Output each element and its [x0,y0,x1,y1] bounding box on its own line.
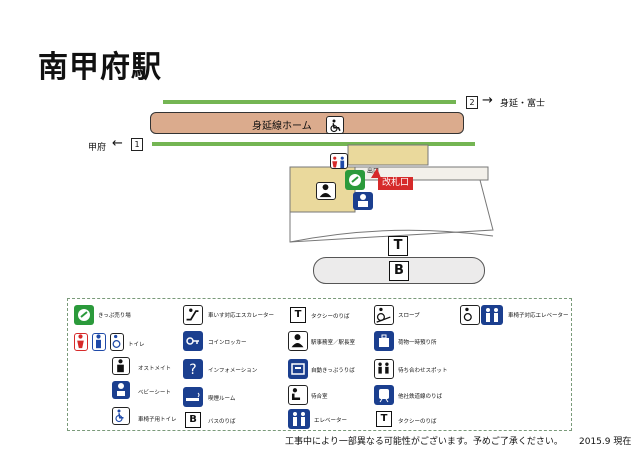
waiting-icon [353,192,373,210]
taxi-stop-icon: T [388,236,408,256]
legend-baby: ベビーシート [138,390,171,396]
track-2 [163,100,456,104]
smoking-room-icon [183,387,203,407]
station-title: 南甲府駅 [38,50,162,85]
information-icon: ? [183,359,203,379]
bus-icon: B [185,412,201,428]
legend-smoking: 喫煙ルーム [208,396,236,402]
track-2-number: 2 [466,96,478,109]
exit-label: 出口 [367,168,380,175]
track-1-destination: 甲府 [88,143,107,153]
legend-wheelchair-elevator: 車椅子対応エレベーター [508,313,569,319]
platform-label: 身延線ホーム [252,121,312,132]
baby-seat-icon [112,381,130,399]
legend-locker: コインロッカー [208,340,247,346]
track-1 [152,142,475,146]
bus-stop-icon: B [389,261,409,281]
station-building [289,144,494,243]
gate-arrow-icon [371,168,381,178]
toilet-female-icon [74,333,88,351]
luggage-icon [374,331,394,351]
track-1-number: 1 [131,138,143,151]
legend-info: インフォメーション [208,368,258,374]
wheelchair-elevator-icon [460,305,480,325]
track-1-arrow: ← [112,136,123,151]
wheelchair-icon [326,116,344,134]
station-office-icon [288,331,308,351]
escalator-icon [183,305,203,325]
other-rail-icon [374,385,394,405]
track-2-arrow: → [482,93,493,108]
ticket-machine-icon [288,359,308,379]
taxi-icon-2: T [376,411,392,427]
legend-taxi: タクシーのりば [311,314,350,320]
legend-panel: きっぷ売り場 トイレ オストメイト ベビーシート 車椅子用トイレ 車いす対応エス… [67,298,572,431]
ostomate-icon [112,357,130,375]
legend-office: 駅事務室／駅長室 [311,340,356,346]
legend-meeting: 待ち合わせスポット [398,368,448,374]
taxi-icon: T [290,307,306,323]
station-office-icon [316,182,336,200]
legend-elevator: エレベーター [314,418,348,424]
gate-label: 改札口 [378,177,414,190]
legend-slope: スロープ [398,313,420,319]
toilet-wheelchair-icon [110,333,124,351]
legend-ticket: きっぷ売り場 [98,313,131,319]
legend-wheelchair-toilet: 車椅子用トイレ [138,417,177,423]
legend-bus: バスのりば [208,419,236,425]
toilet-male-icon [92,333,106,351]
legend-taxi-2: タクシーのりば [398,419,437,425]
slope-icon [374,305,394,325]
wheelchair-toilet-icon [112,407,130,425]
legend-waiting: 待合室 [311,394,328,400]
legend-ostomate: オストメイト [138,366,172,372]
legend-other-rail: 他社鉄道線のりば [398,394,443,400]
elevator-icon [288,409,310,429]
meeting-spot-icon [374,359,394,379]
elevator-icon-2 [481,305,503,325]
ticket-icon [74,305,94,325]
construction-notice: 工事中により一部異なる可能性がございます。予めご了承ください。 [285,437,563,447]
track-2-destination: 身延・富士 [500,99,546,109]
platform [150,112,464,134]
legend-escalator: 車いす対応エスカレーター [208,313,275,319]
legend-luggage: 荷物一時預り所 [398,340,437,346]
waiting-room-icon [288,385,308,405]
legend-toilet: トイレ [128,342,145,348]
date-note: 2015.9 現在 [579,437,632,447]
svg-text:?: ? [189,362,196,378]
ticket-icon [345,170,365,190]
locker-icon [183,331,203,351]
legend-ticket-machine: 自動きっぷうりば [311,368,355,374]
toilet-icon [330,153,348,169]
